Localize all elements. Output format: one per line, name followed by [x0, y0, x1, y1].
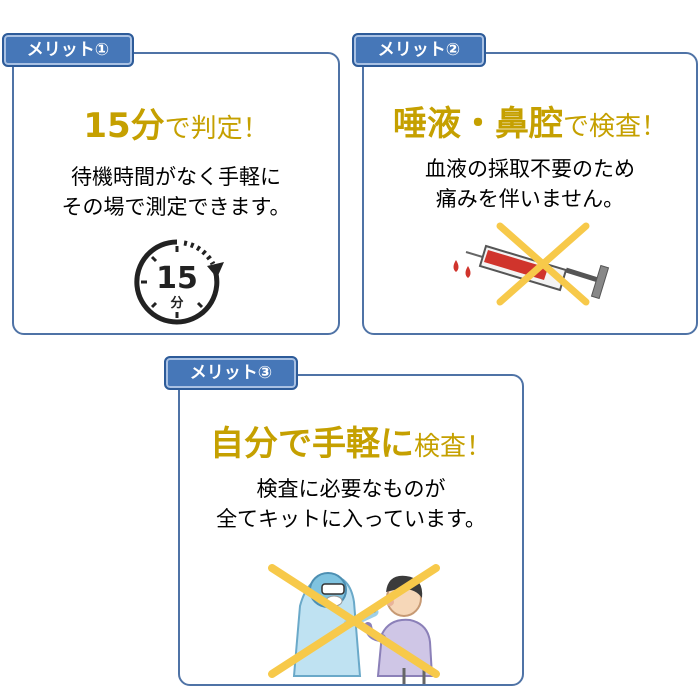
timer-unit: 分 — [170, 295, 183, 311]
merit-3-headline-big: 自分で手軽に — [209, 424, 414, 464]
syringe-crossed-icon — [453, 222, 610, 306]
merit-2-line-2: 痛みを伴いません。 — [435, 187, 625, 211]
merit-1-line-1: 待機時間がなく手軽に — [71, 165, 281, 189]
merit-2-headline-small: で検査！ — [562, 112, 667, 142]
merit-2-line-1: 血液の採取不要のため — [425, 157, 635, 181]
merit-2-description: 血液の採取不要のため 痛みを伴いません。 — [364, 154, 696, 214]
merit-3-headline-small: 検査！ — [413, 432, 492, 462]
merit-1-headline-big: 15分 — [83, 106, 165, 146]
merit-1-tab: メリット① — [2, 33, 134, 67]
merit-2-tab: メリット② — [352, 33, 486, 67]
cross-mark-icon — [268, 564, 440, 678]
blood-drop-icon — [453, 260, 471, 278]
merit-1-description: 待機時間がなく手軽に その場で測定できます。 — [14, 162, 338, 222]
merit-3-tab: メリット③ — [164, 356, 298, 390]
merit-2-headline: 唾液・鼻腔で検査！ — [364, 96, 696, 145]
cross-mark-icon — [496, 222, 590, 306]
clinic-swab-crossed-icon — [268, 564, 440, 684]
timer-icon: 15 分 — [134, 239, 224, 325]
merit-3-card: 自分で手軽に検査！ 検査に必要なものが 全てキットに入っています。 — [178, 374, 524, 686]
timer-number: 15 — [156, 261, 198, 296]
merit-2-card: 唾液・鼻腔で検査！ 血液の採取不要のため 痛みを伴いません。 — [362, 52, 698, 335]
merit-3-description: 検査に必要なものが 全てキットに入っています。 — [180, 474, 522, 534]
merit-3-headline: 自分で手軽に検査！ — [180, 416, 522, 465]
merit-1-line-2: その場で測定できます。 — [61, 195, 291, 219]
merit-3-line-2: 全てキットに入っています。 — [216, 507, 486, 531]
merit-2-headline-big: 唾液・鼻腔 — [392, 104, 563, 144]
merit-3-line-1: 検査に必要なものが — [256, 477, 446, 501]
merit-1-headline: 15分で判定！ — [14, 98, 338, 147]
merit-1-card: 15分で判定！ 待機時間がなく手軽に その場で測定できます。 15 分 — [12, 52, 340, 335]
merit-1-headline-small: で判定！ — [164, 114, 269, 144]
